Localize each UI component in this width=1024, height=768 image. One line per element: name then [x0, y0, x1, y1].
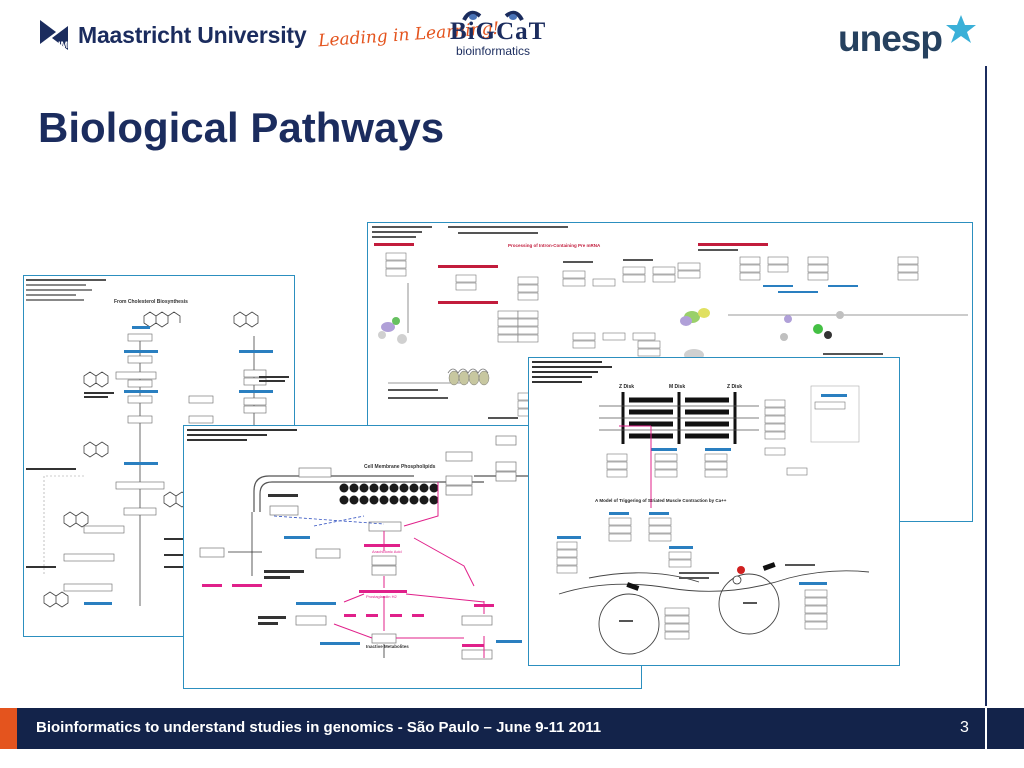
- page-number: 3: [960, 719, 969, 736]
- steroid-pathway-title: From Cholesterol Biosynthesis: [114, 299, 188, 305]
- svg-text:UM: UM: [54, 40, 68, 50]
- um-emblem-icon: UM: [40, 20, 68, 50]
- prostaglandin-pathway-diagram: Cell Membrane Phospholipids: [187, 429, 641, 660]
- pathway-muscle-contraction: Z Disk M Disk Z Disk: [528, 357, 900, 666]
- slide-right-rule: [985, 66, 987, 706]
- z-disk-left-label: Z Disk: [619, 384, 634, 390]
- prostaglandin-h2-label: Prostaglandin H2: [366, 594, 397, 599]
- bigcat-subtitle: bioinformatics: [455, 44, 531, 58]
- footer-caption: Bioinformatics to understand studies in …: [36, 719, 602, 736]
- footer-accent-bar: [0, 708, 17, 749]
- maastricht-name: Maastricht University: [78, 21, 307, 48]
- mrna-pathway-title: Processing of Intron-Containing Pre mRNA: [508, 243, 601, 248]
- slide-title: Biological Pathways: [38, 104, 445, 151]
- inactive-metabolites-label: Inactive Metabolites: [366, 644, 409, 649]
- arachidonic-acid-label: Arachidonic Acid: [372, 549, 402, 554]
- bigcat-logo: BiGCaT bioinformatics: [450, 8, 547, 62]
- muscle-pathway-diagram: Z Disk M Disk Z Disk: [532, 361, 870, 655]
- cell-membrane-label: Cell Membrane Phospholipids: [364, 464, 436, 470]
- unesp-logo: unesp: [838, 15, 978, 60]
- muscle-model-title: A Model of Triggering of Striated Muscle…: [595, 498, 727, 503]
- slide-footer: Bioinformatics to understand studies in …: [0, 708, 1024, 749]
- unesp-name: unesp: [838, 18, 943, 59]
- footer-divider: [985, 708, 987, 749]
- unesp-star-icon: [945, 15, 976, 43]
- bigcat-name: BiGCaT: [450, 18, 547, 45]
- z-disk-right-label: Z Disk: [727, 384, 742, 390]
- bigcat-eyes-icon: [462, 10, 524, 21]
- maastricht-university-logo: UM Maastricht University Leading in Lear…: [38, 18, 500, 52]
- steroid-pathway-diagram: From Cholesterol Biosynthesis: [26, 279, 289, 608]
- m-disk-label: M Disk: [669, 384, 685, 390]
